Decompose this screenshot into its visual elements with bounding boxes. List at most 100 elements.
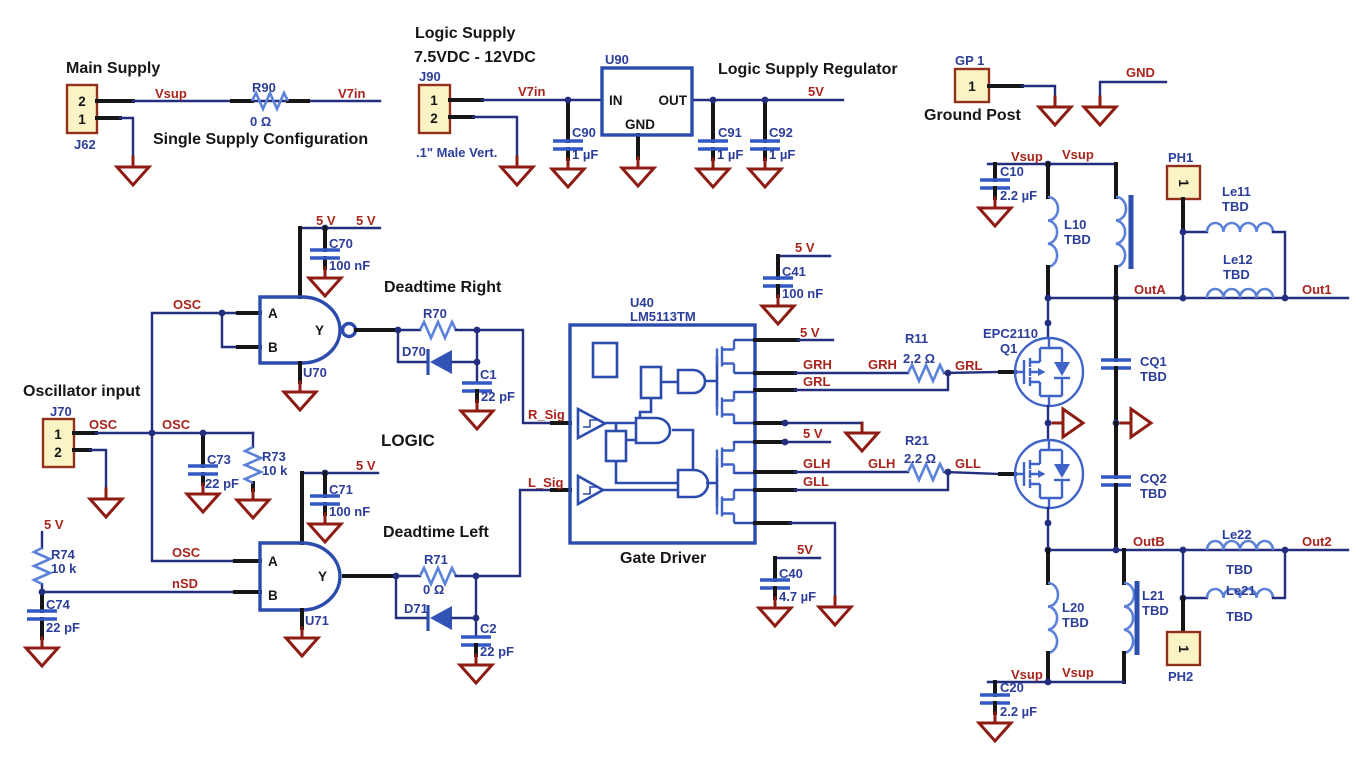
l10-ref: L10 xyxy=(1064,217,1086,232)
ground-post-section: GP 1 1 Ground Post GND xyxy=(924,53,1168,127)
deadtime-left-caption: Deadtime Left xyxy=(383,524,489,541)
net-label-osc: OSC xyxy=(89,417,118,432)
d71-ref: D71 xyxy=(404,601,428,616)
net-label-5v: 5 V xyxy=(316,213,336,228)
j90-pin-2: 2 xyxy=(430,111,438,126)
r21-ref: R21 xyxy=(905,433,929,448)
nand-gate-u70 xyxy=(258,295,342,365)
r74-value: 10 k xyxy=(51,561,77,576)
c74-ref: C74 xyxy=(46,597,71,612)
j90-ref: J90 xyxy=(419,69,441,84)
le22-ref: Le22 xyxy=(1222,527,1252,542)
mosfet-q1-low xyxy=(1013,438,1085,510)
c90-ref: C90 xyxy=(572,125,596,140)
j90-pin-1: 1 xyxy=(430,93,438,108)
net-label-grh: GRH xyxy=(803,357,832,372)
cq1-value: TBD xyxy=(1140,369,1167,384)
oscillator-wires xyxy=(40,311,262,640)
single-supply-caption: Single Supply Configuration xyxy=(153,131,368,148)
connector-j70 xyxy=(41,417,76,469)
internal-fet xyxy=(715,389,736,426)
c2-value: 22 pF xyxy=(480,644,514,659)
c91-value: 1 µF xyxy=(717,147,743,162)
gate-driver-box xyxy=(568,323,757,545)
r90-value: 0 Ω xyxy=(250,114,271,129)
net-label-outa: OutA xyxy=(1134,282,1166,297)
connector-ph2 xyxy=(1165,630,1202,667)
l21-value: TBD xyxy=(1142,603,1169,618)
r11-ref: R11 xyxy=(905,331,928,346)
ph2-pin-1: 1 xyxy=(1176,645,1191,653)
junction-dot xyxy=(944,468,952,476)
net-label-5v: 5V xyxy=(808,84,824,99)
ground-symbol xyxy=(88,487,124,519)
net-label-outb: OutB xyxy=(1133,534,1165,549)
gate-driver-section: U40 LM5113TM Gate Driver 5 V GRH GRH xyxy=(568,240,1017,628)
junction-dot xyxy=(1044,519,1052,527)
resistor-r11 xyxy=(906,363,946,383)
gate-driver-internals xyxy=(576,338,755,525)
ground-symbol-right xyxy=(1119,407,1153,439)
l10-value: TBD xyxy=(1064,232,1091,247)
ground-symbol xyxy=(1037,95,1073,127)
r71-ref: R71 xyxy=(424,552,448,567)
junction-dot xyxy=(781,438,789,446)
junction-dot xyxy=(564,96,572,104)
net-label-5v: 5 V xyxy=(44,517,64,532)
le11-ref: Le11 xyxy=(1222,184,1251,199)
resistor-r73 xyxy=(243,445,263,485)
c70-ref: C70 xyxy=(329,236,353,251)
ground-symbol xyxy=(282,380,318,412)
c2-ref: C2 xyxy=(480,621,497,636)
main-supply-title: Main Supply xyxy=(66,60,160,77)
net-label-nsd: nSD xyxy=(172,576,198,591)
net-label-v7in: V7in xyxy=(338,86,366,101)
net-label-osc: OSC xyxy=(172,545,201,560)
c92-ref: C92 xyxy=(769,125,793,140)
le21-ref: Le21 xyxy=(1226,583,1256,598)
inductor-le12 xyxy=(1205,287,1275,300)
u70-output-y: Y xyxy=(315,323,324,338)
ground-symbol xyxy=(499,155,535,187)
le21-value: TBD xyxy=(1226,609,1253,624)
junction-dot xyxy=(1112,546,1120,554)
connector-ph1 xyxy=(1165,164,1202,201)
r74-ref: R74 xyxy=(51,547,76,562)
le22-value: TBD xyxy=(1226,562,1253,577)
net-label-grl: GRL xyxy=(803,374,831,389)
junction-dot xyxy=(761,96,769,104)
ground-symbol xyxy=(620,156,656,188)
net-label-5v: 5V xyxy=(797,542,813,557)
cq2-value: TBD xyxy=(1140,486,1167,501)
junction-dot xyxy=(1044,419,1052,427)
u90-pin-gnd: GND xyxy=(625,117,655,132)
oscillator-title: Oscillator input xyxy=(23,383,141,400)
ground-symbol xyxy=(459,399,495,431)
u90-ref: U90 xyxy=(605,52,629,67)
resistor-r21 xyxy=(906,462,946,482)
inductor-l20 xyxy=(1046,581,1060,655)
net-label-5v: 5 V xyxy=(356,458,376,473)
d70-ref: D70 xyxy=(402,344,426,359)
resistor-r70 xyxy=(418,320,458,340)
ph2-ref: PH2 xyxy=(1168,669,1193,684)
ground-symbol xyxy=(550,157,586,189)
diode-d70 xyxy=(426,347,454,377)
internal-fet xyxy=(715,439,736,476)
capacitor-c74 xyxy=(25,609,59,621)
mosfet-q1-high xyxy=(1013,336,1085,408)
inductor-le22 xyxy=(1205,539,1275,552)
logic-caption: LOGIC xyxy=(381,431,435,450)
c73-value: 22 pF xyxy=(205,476,239,491)
ground-symbol xyxy=(284,626,320,658)
logic-supply-section: Logic Supply 7.5VDC - 12VDC J90 1 2 .1" … xyxy=(414,25,898,189)
net-label-osc: OSC xyxy=(162,417,191,432)
net-label-out1: Out1 xyxy=(1302,282,1332,297)
cq1-ref: CQ1 xyxy=(1140,354,1167,369)
capacitor-c71 xyxy=(308,494,342,506)
ground-symbol xyxy=(24,636,60,668)
l21-ref: L21 xyxy=(1142,588,1164,603)
c70-value: 100 nF xyxy=(329,258,370,273)
le11-value: TBD xyxy=(1222,199,1249,214)
